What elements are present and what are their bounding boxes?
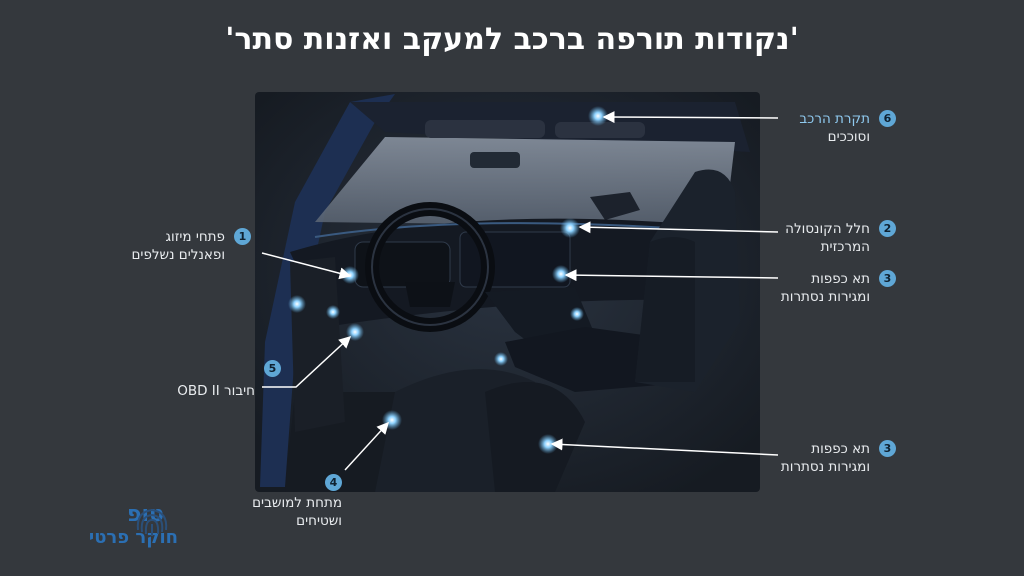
label-obd-line1: חיבור OBD II <box>177 383 255 399</box>
label-roof: 6 תקרת הרכב וסוככים <box>780 110 896 146</box>
label-glovebox-second: 3 תא כפפות ומגירות נסתרות <box>780 440 896 476</box>
label-roof-line2: וסוככים <box>827 129 870 145</box>
label-glovebox-second-number: 3 <box>879 440 896 457</box>
brand-line1: טופ <box>127 502 164 527</box>
page-title: 'נקודות תורפה ברכב למעקב ואזנות סתר' <box>225 22 799 57</box>
label-glovebox-second-line2: ומגירות נסתרות <box>780 459 870 475</box>
label-seats-line1: מתחת למושבים <box>252 495 342 511</box>
label-glovebox-line1: תא כפפות <box>811 271 870 287</box>
label-console-line2: המרכזית <box>820 239 870 255</box>
label-vents-number: 1 <box>234 228 251 245</box>
label-seats: 4 מתחת למושבים ושטיחים <box>232 474 342 530</box>
label-glovebox-line2: ומגירות נסתרות <box>780 289 870 305</box>
label-console: 2 חלל הקונסולה המרכזית <box>780 220 896 256</box>
fingerprint-icon <box>136 508 168 536</box>
label-console-number: 2 <box>879 220 896 237</box>
brand-line2: חוקר פרטי <box>88 527 178 548</box>
label-glovebox: 3 תא כפפות ומגירות נסתרות <box>780 270 896 306</box>
label-obd: 5 חיבור OBD II <box>160 360 281 400</box>
label-glovebox-number: 3 <box>879 270 896 287</box>
label-vents: 1 פתחי מיזוג ופאנלים נשלפים <box>110 228 251 264</box>
label-seats-line2: ושטיחים <box>296 513 342 529</box>
label-roof-number: 6 <box>879 110 896 127</box>
label-obd-number: 5 <box>264 360 281 377</box>
label-vents-line1: פתחי מיזוג <box>165 229 225 245</box>
car-interior-illustration <box>255 92 760 492</box>
label-seats-number: 4 <box>325 474 342 491</box>
label-roof-line1: תקרת הרכב <box>799 111 870 127</box>
brand-logo: טופ חוקר פרטי <box>28 502 178 548</box>
label-vents-line2: ופאנלים נשלפים <box>131 247 225 263</box>
label-glovebox-second-line1: תא כפפות <box>811 441 870 457</box>
label-console-line1: חלל הקונסולה <box>785 221 870 237</box>
